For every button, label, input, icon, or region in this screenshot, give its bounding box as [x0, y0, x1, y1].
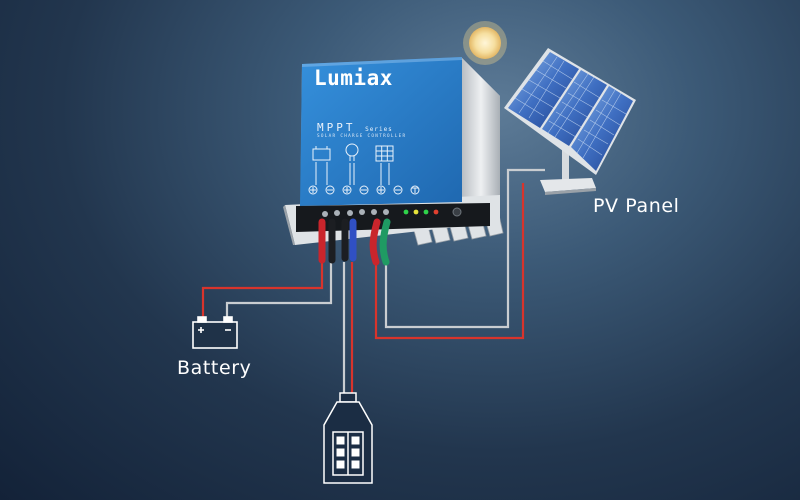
charge-controller: [283, 57, 504, 266]
series-main: MPPT: [317, 121, 356, 134]
pv-panel-label: PV Panel: [593, 195, 680, 217]
battery-negative-wire: [225, 262, 333, 320]
controller-brand: Lumiax: [314, 66, 393, 90]
controller-subtitle: SOLAR CHARGE CONTROLLER: [317, 134, 407, 139]
sun-icon: [463, 21, 507, 65]
panel-symbol-icon: [375, 145, 394, 162]
lamp-icon: [323, 392, 373, 484]
wiring: [201, 168, 545, 395]
pv-negative-wire: [384, 168, 545, 329]
face-icons: [312, 143, 394, 185]
solar-panel-icon: [504, 48, 636, 195]
cable-sleeves: [318, 218, 391, 266]
series-suffix: Series: [365, 126, 393, 133]
terminal-screws: [322, 209, 389, 217]
pv-positive-wire: [374, 183, 525, 340]
controller-series: MPPT Series: [317, 121, 393, 134]
battery-symbol-icon: [312, 146, 331, 161]
terminal-symbols: [308, 185, 420, 195]
battery-icon: [192, 316, 238, 349]
battery-positive-wire: [201, 262, 324, 320]
battery-label: Battery: [177, 357, 252, 379]
bulb-symbol-icon: [345, 143, 359, 161]
status-leds: [403, 207, 462, 217]
